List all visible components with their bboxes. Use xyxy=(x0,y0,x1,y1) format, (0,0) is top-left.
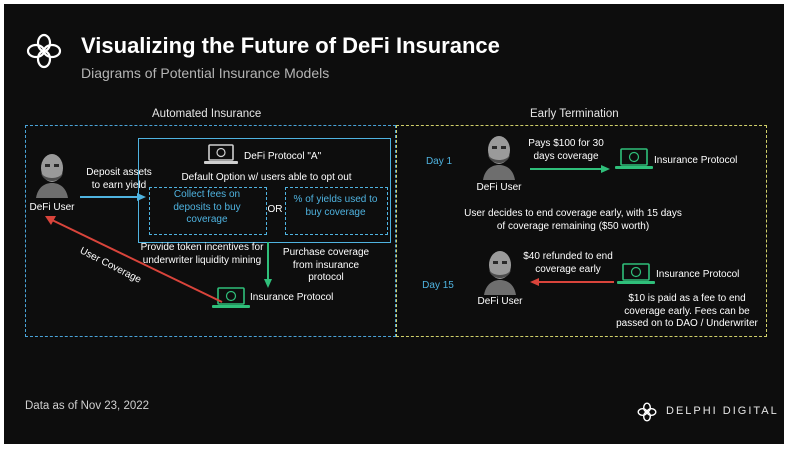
delphi-logo-icon xyxy=(26,33,62,69)
arrow-icon xyxy=(45,216,223,303)
day1-label: Day 1 xyxy=(425,156,453,167)
arrow-icon xyxy=(530,165,610,173)
insurance-protocol-label: Insurance Protocol xyxy=(250,292,334,303)
slide: Visualizing the Future of DeFi Insurance… xyxy=(4,4,784,444)
early-heading: Early Termination xyxy=(530,108,619,120)
defi-user-label-day1: DeFi User xyxy=(476,182,522,193)
arrow-icon xyxy=(80,193,146,201)
protocol-box xyxy=(138,138,391,243)
laptop-icon xyxy=(204,144,238,164)
arrow-icon xyxy=(530,278,614,286)
brand-name: DELPHI DIGITAL xyxy=(666,405,779,417)
refund-label: $40 refunded to end coverage early xyxy=(523,251,613,275)
avatar-icon xyxy=(32,150,72,198)
arrow-icon xyxy=(264,242,272,288)
automated-heading: Automated Insurance xyxy=(152,108,262,120)
page-subtitle: Diagrams of Potential Insurance Models xyxy=(81,65,330,81)
laptop-icon xyxy=(617,263,655,284)
fee-label: $10 is paid as a fee to end coverage ear… xyxy=(616,293,758,329)
insurance-protocol-label-day15: Insurance Protocol xyxy=(656,269,740,280)
defi-user-label: DeFi User xyxy=(29,202,75,213)
avatar-icon xyxy=(479,132,519,180)
page-title: Visualizing the Future of DeFi Insurance xyxy=(81,33,500,58)
avatar-icon xyxy=(480,247,520,295)
date-note: Data as of Nov 23, 2022 xyxy=(25,400,150,412)
deposit-label: Deposit assets to earn yield xyxy=(86,167,152,191)
option-yields-box xyxy=(285,187,388,235)
option-fees-box xyxy=(149,187,267,235)
insurance-protocol-label-day1: Insurance Protocol xyxy=(654,155,738,166)
laptop-icon xyxy=(212,287,250,308)
token-incentives-label: Provide token incentives for underwriter… xyxy=(140,242,264,266)
defi-user-label-day15: DeFi User xyxy=(477,296,523,307)
automated-panel xyxy=(25,125,396,337)
delphi-logo-icon xyxy=(637,402,657,422)
day15-label: Day 15 xyxy=(422,280,454,291)
laptop-icon xyxy=(615,148,653,169)
purchase-coverage-label: Purchase coverage from insurance protoco… xyxy=(282,247,370,283)
collect-fees-label: Collect fees on deposits to buy coverage xyxy=(173,189,241,225)
default-option-label: Default Option w/ users able to opt out xyxy=(181,172,352,183)
decides-label: User decides to end coverage early, with… xyxy=(464,208,682,232)
pct-yields-label: % of yields used to buy coverage xyxy=(293,194,378,218)
pays-label: Pays $100 for 30 days coverage xyxy=(528,138,604,162)
or-label: OR xyxy=(267,204,283,215)
protocol-a-label: DeFi Protocol "A" xyxy=(244,151,322,162)
early-panel xyxy=(396,125,767,337)
